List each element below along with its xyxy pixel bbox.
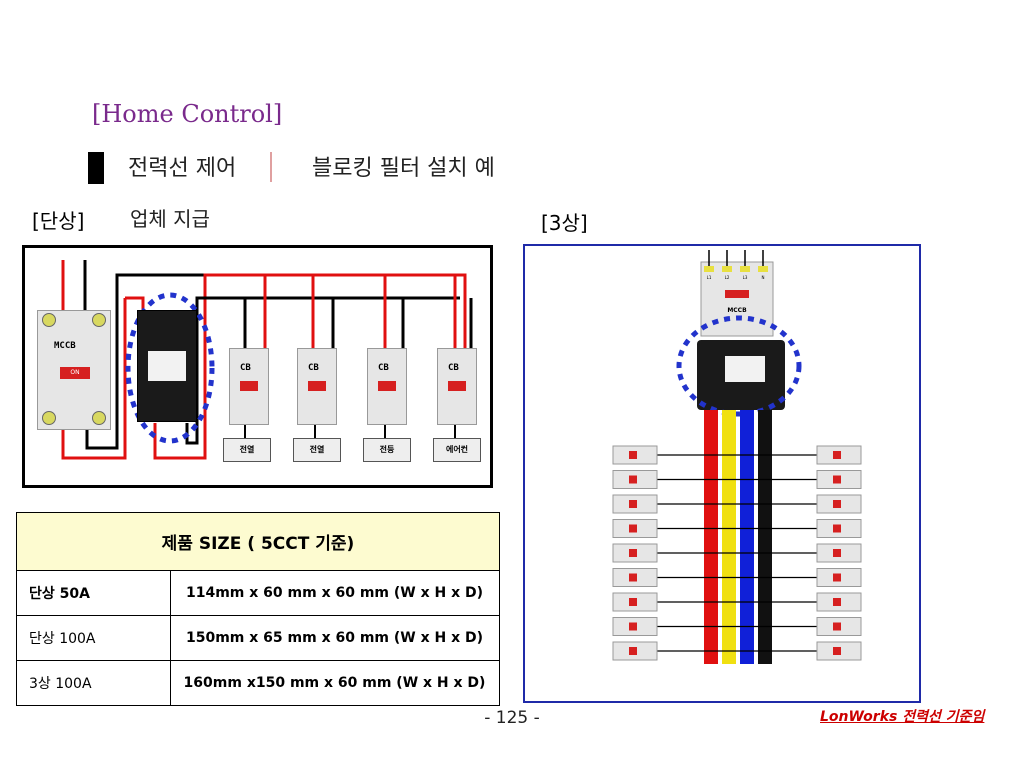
branch-breaker-right-7 xyxy=(816,592,862,612)
section-subtitle: 전력선 제어 xyxy=(128,156,237,181)
table-cell-model: 단상 50A xyxy=(16,570,171,616)
bus-bar-1 xyxy=(704,410,718,664)
three-phase-diagram: MCCB L1 L2 L3 N xyxy=(523,244,921,703)
table-header: 제품 SIZE ( 5CCT 기준) xyxy=(16,512,500,571)
branch-breaker-left-2 xyxy=(612,470,658,489)
branch-breaker-left-9 xyxy=(612,641,658,661)
branch-breaker-2-label: CB xyxy=(308,363,319,373)
table-cell-model: 단상 100A xyxy=(16,615,171,661)
load-label-2: 전열 xyxy=(293,438,341,462)
phase-label-n: N xyxy=(762,275,765,280)
main-breaker-label: MCCB xyxy=(54,341,76,351)
branch-breaker-right-6 xyxy=(816,568,862,587)
branch-breaker-left-7 xyxy=(612,592,658,612)
branch-breaker-2: CB xyxy=(297,348,337,425)
three-filter-highlight-circle xyxy=(676,315,802,417)
blocking-filter xyxy=(137,310,197,422)
phase-label-l3: L3 xyxy=(743,275,748,280)
branch-breaker-1-label: CB xyxy=(240,363,251,373)
single-phase-diagram: MCCB ON CB CB CB CB 전열 전열 전등 에어컨 xyxy=(22,245,493,488)
table-cell-size: 160mm x150 mm x 60 mm (W x H x D) xyxy=(170,660,500,706)
bus-bar-4 xyxy=(758,410,772,664)
section-subtitle-detail: 블로킹 필터 설치 예 xyxy=(312,156,495,181)
branch-breaker-left-1 xyxy=(612,445,658,465)
phase-label-l1: L1 xyxy=(707,275,712,280)
single-phase-label: [단상] xyxy=(32,209,85,233)
branch-breaker-right-4 xyxy=(816,519,862,538)
branch-breaker-left-8 xyxy=(612,617,658,636)
branch-breaker-left-4 xyxy=(612,519,658,538)
table-cell-model: 3상 100A xyxy=(16,660,171,706)
table-cell-size: 114mm x 60 mm x 60 mm (W x H x D) xyxy=(170,570,500,616)
branch-breaker-right-8 xyxy=(816,617,862,636)
page-title: [Home Control] xyxy=(92,100,283,128)
branch-breaker-3-label: CB xyxy=(378,363,389,373)
bus-bars xyxy=(704,410,772,664)
single-phase-wiring xyxy=(61,260,473,460)
branch-breaker-right-3 xyxy=(816,494,862,514)
load-label-3: 전등 xyxy=(363,438,411,462)
main-breaker: MCCB ON xyxy=(37,310,111,430)
table-row: 3상 100A 160mm x150 mm x 60 mm (W x H x D… xyxy=(16,660,500,706)
page-number: - 125 - xyxy=(484,708,540,728)
branch-breaker-right-2 xyxy=(816,470,862,489)
branch-breaker-left-6 xyxy=(612,568,658,587)
load-label-1: 전열 xyxy=(223,438,271,462)
three-phase-label: [3상] xyxy=(541,211,588,235)
product-size-table: 제품 SIZE ( 5CCT 기준) 단상 50A 114mm x 60 mm … xyxy=(16,512,500,706)
supply-label: 업체 지급 xyxy=(130,207,210,231)
branch-breaker-right-9 xyxy=(816,641,862,661)
three-phase-main-breaker-label: MCCB xyxy=(727,307,747,314)
branch-breaker-left-3 xyxy=(612,494,658,514)
load-label-4: 에어컨 xyxy=(433,438,481,462)
bus-bar-3 xyxy=(740,410,754,664)
main-breaker-switch: ON xyxy=(60,367,90,379)
table-cell-size: 150mm x 65 mm x 60 mm (W x H x D) xyxy=(170,615,500,661)
table-row: 단상 100A 150mm x 65 mm x 60 mm (W x H x D… xyxy=(16,615,500,661)
bullet-block xyxy=(88,152,104,184)
table-row: 단상 50A 114mm x 60 mm x 60 mm (W x H x D) xyxy=(16,570,500,616)
three-phase-main-breaker xyxy=(700,261,774,337)
branch-breaker-4: CB xyxy=(437,348,477,425)
phase-label-l2: L2 xyxy=(725,275,730,280)
branch-breaker-1: CB xyxy=(229,348,269,425)
footer-note: LonWorks 전력선 기준임 xyxy=(820,709,985,725)
branch-breaker-right-5 xyxy=(816,543,862,563)
branch-breaker-4-label: CB xyxy=(448,363,459,373)
branch-breaker-rows xyxy=(612,445,862,661)
bus-bar-2 xyxy=(722,410,736,664)
filter-highlight-circle xyxy=(125,292,215,444)
subtitle-separator xyxy=(270,152,272,182)
branch-breaker-right-1 xyxy=(816,445,862,465)
three-phase-wiring: MCCB L1 L2 L3 N xyxy=(612,250,862,664)
branch-breaker-3: CB xyxy=(367,348,407,425)
branch-breaker-left-5 xyxy=(612,543,658,563)
